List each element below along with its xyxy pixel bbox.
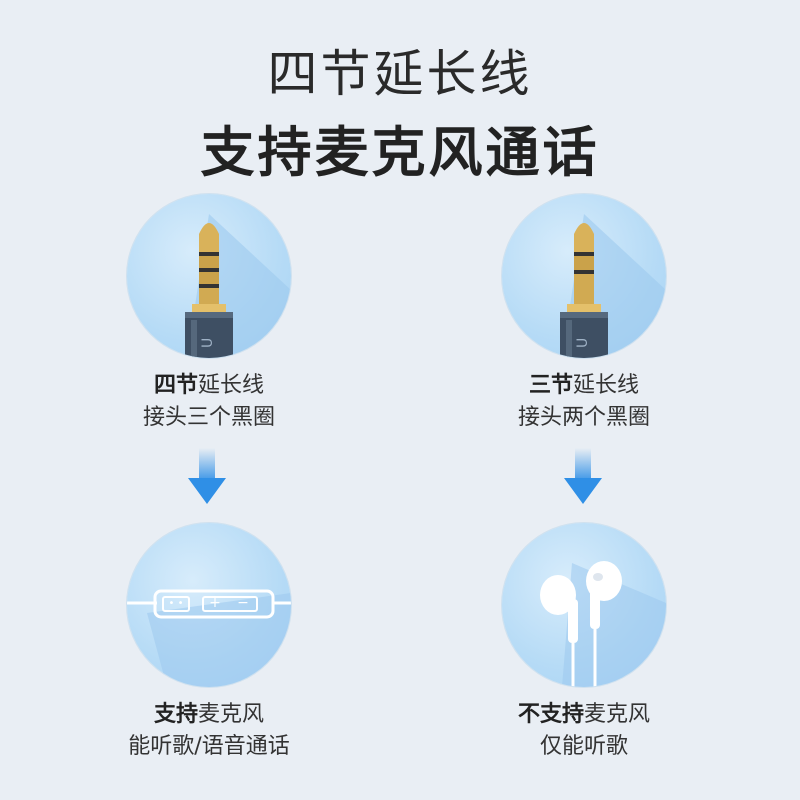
inline-remote-image: • • + − <box>127 523 291 687</box>
earbuds-image <box>502 523 666 687</box>
three-pole-plug-image: U <box>502 194 666 358</box>
four-pole-plug-image: U <box>127 194 291 358</box>
remote-dots-label: • • <box>168 598 184 609</box>
heading-line2: 支持麦克风通话 <box>200 121 600 184</box>
caption-mic-support: 支持麦克风 能听歌/语音通话 <box>79 699 339 763</box>
caption-no-mic: 不支持麦克风 仅能听歌 <box>454 699 714 763</box>
caption-three-pole-rest: 延长线 <box>573 373 640 398</box>
arrow-down-icon <box>188 448 226 504</box>
caption-four-pole: 四节延长线 接头三个黑圈 <box>79 370 339 434</box>
remote-plus-label: + <box>209 595 221 611</box>
svg-text:U: U <box>575 338 591 348</box>
caption-mic-support-line2: 能听歌/语音通话 <box>128 734 290 759</box>
heading-line1: 四节延长线 <box>267 45 533 103</box>
caption-mic-support-bold: 支持 <box>153 702 198 727</box>
arrow-down-icon <box>564 448 602 504</box>
svg-text:U: U <box>200 338 216 348</box>
caption-three-pole: 三节延长线 接头两个黑圈 <box>454 370 714 434</box>
caption-three-pole-line2: 接头两个黑圈 <box>517 405 650 430</box>
caption-no-mic-rest: 麦克风 <box>584 702 651 727</box>
caption-three-pole-bold: 三节 <box>528 373 573 398</box>
caption-no-mic-bold: 不支持 <box>517 702 584 727</box>
caption-four-pole-rest: 延长线 <box>198 373 265 398</box>
caption-four-pole-line2: 接头三个黑圈 <box>142 405 275 430</box>
caption-mic-support-rest: 麦克风 <box>198 702 265 727</box>
remote-minus-label: − <box>237 595 249 611</box>
caption-no-mic-line2: 仅能听歌 <box>539 734 628 759</box>
caption-four-pole-bold: 四节 <box>153 373 198 398</box>
